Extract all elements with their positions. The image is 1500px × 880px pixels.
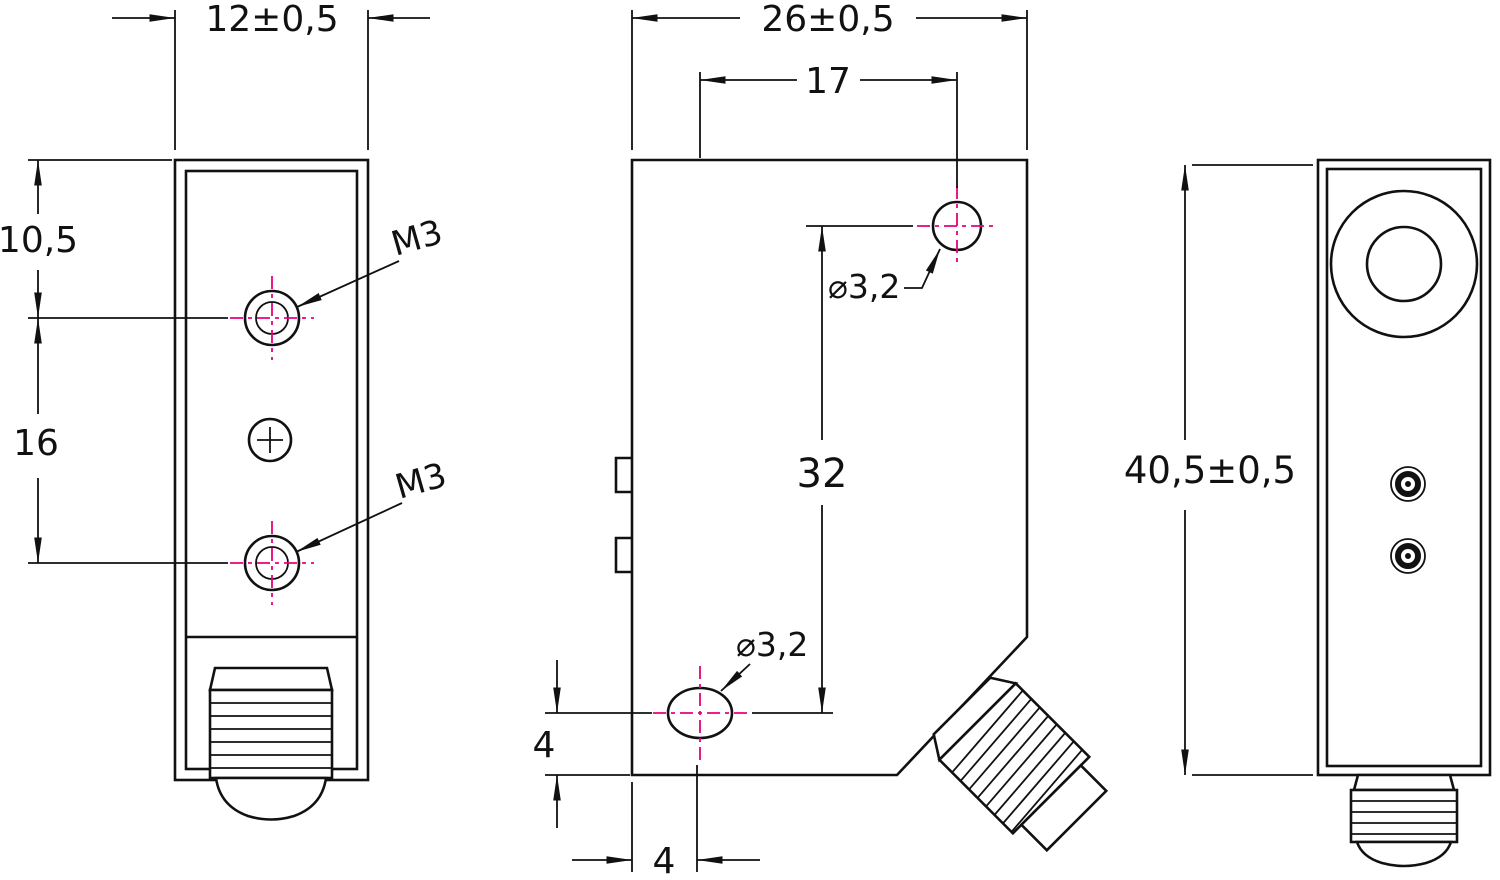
right-cable-connector: [1349, 773, 1459, 868]
right-view: 40,5±0,5: [1124, 158, 1492, 868]
adjuster-top: [1390, 466, 1426, 502]
lens-opening: [1329, 189, 1479, 339]
dim-side-width-label: 26±0,5: [761, 0, 894, 40]
dim-hole-spacing-label: 16: [13, 423, 59, 464]
m3-thread-hole-top: [230, 276, 314, 360]
adjuster-bottom: [1390, 538, 1426, 574]
dim-hole-x-span: 17: [699, 61, 958, 188]
hole-dia-bottom-label: ⌀3,2: [736, 625, 808, 664]
mounting-hole-bottom: [653, 666, 747, 760]
dim-front-width-label: 12±0,5: [205, 0, 338, 40]
front-cable-connector: [208, 666, 334, 821]
dim-bottom-hole-vertical: 4: [533, 660, 652, 828]
dim-right-height: 40,5±0,5: [1124, 164, 1313, 776]
dim-front-hole-offsets: 10,5 16: [0, 159, 228, 564]
thread-label-bottom: M3: [391, 455, 451, 507]
connector-end-cap: [1355, 840, 1453, 868]
side-cable-connector: [932, 676, 1109, 853]
thread-label-top: M3: [387, 212, 447, 264]
hole-dia-bottom-callout: ⌀3,2: [720, 625, 808, 692]
front-view: M3 M3 12±0,5 10,5 16: [0, 0, 451, 821]
dim-hole-y-span-label: 32: [797, 451, 848, 497]
connector-shoulder: [1352, 773, 1456, 792]
connector-thread-body: [208, 688, 334, 780]
dim-hole-y-span: 32: [752, 225, 913, 714]
side-view: 26±0,5 17 32 ⌀3,2 ⌀3,2: [533, 0, 1109, 880]
dim-right-height-label: 40,5±0,5: [1124, 449, 1296, 492]
mounting-tab-top: [614, 456, 632, 494]
dim-bottom-hole-horizontal: 4: [572, 765, 760, 880]
dim-top-hole-offset-label: 10,5: [0, 220, 78, 261]
connector-end: [1019, 763, 1109, 853]
center-reference-mark: [247, 417, 293, 463]
right-body-inner-face: [1325, 167, 1483, 768]
dim-side-width: 26±0,5: [631, 0, 1028, 150]
m3-thread-hole-bottom: [230, 521, 314, 605]
dim-bottom-hole-vertical-label: 4: [533, 725, 556, 766]
hole-dia-top-callout: ⌀3,2: [828, 248, 941, 306]
leader-m3-bottom: [295, 502, 403, 553]
mounting-tab-bottom: [614, 536, 632, 574]
leader-hole-top: [904, 248, 941, 289]
connector-end-cap: [214, 776, 328, 821]
connector-shoulder: [208, 666, 334, 692]
dim-hole-x-span-label: 17: [805, 61, 851, 102]
leader-m3-top: [296, 260, 400, 308]
leader-hole-bottom: [720, 663, 751, 692]
dim-front-width: 12±0,5: [112, 0, 430, 150]
dim-bottom-hole-horizontal-label: 4: [653, 841, 676, 880]
hole-dia-top-label: ⌀3,2: [828, 267, 900, 306]
mounting-hole-top: [917, 186, 997, 266]
